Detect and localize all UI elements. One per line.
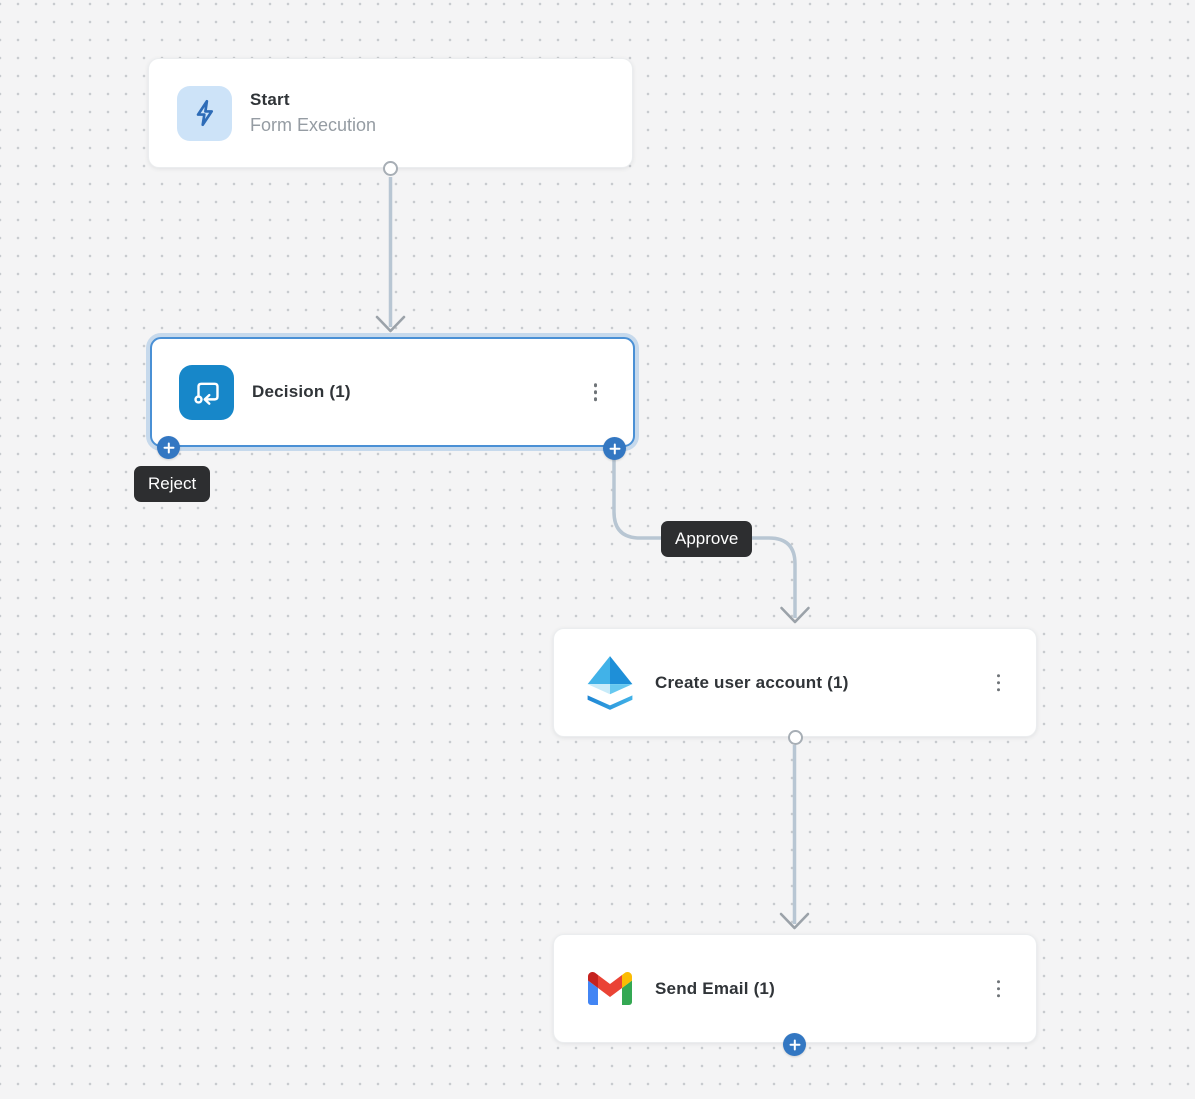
arrowhead-into-create [780, 606, 810, 624]
branch-label-approve: Approve [661, 521, 753, 557]
decision-branch-icon [179, 364, 234, 420]
node-create-user-account[interactable]: Create user account (1) [553, 628, 1037, 737]
branch-label-reject: Reject [134, 466, 211, 502]
connector-handle-start-output[interactable] [383, 161, 398, 176]
add-node-button-approve-branch[interactable] [603, 437, 626, 460]
add-node-button-reject-branch[interactable] [157, 436, 180, 459]
node-send-email-title: Send Email (1) [655, 978, 775, 998]
edge-arrowheads [375, 315, 810, 930]
azure-ad-icon [582, 655, 637, 711]
node-send-email[interactable]: Send Email (1) [553, 934, 1037, 1043]
node-start[interactable]: Start Form Execution [148, 58, 633, 168]
kebab-menu-icon [996, 979, 1000, 984]
arrowhead-into-send [779, 912, 810, 930]
node-start-title: Start [250, 90, 290, 109]
arrowhead-into-decision [375, 315, 406, 333]
node-create-user-title: Create user account (1) [655, 672, 849, 692]
node-send-email-menu-button[interactable] [991, 974, 1007, 1004]
kebab-menu-icon [593, 383, 597, 387]
node-create-user-menu-button[interactable] [991, 668, 1007, 698]
gmail-icon [582, 972, 637, 1005]
node-decision[interactable]: Decision (1) [150, 337, 635, 447]
connector-handle-create-output[interactable] [788, 730, 803, 745]
node-decision-title: Decision (1) [252, 382, 351, 401]
node-decision-menu-button[interactable] [588, 377, 604, 407]
node-start-subtitle: Form Execution [250, 115, 377, 135]
add-node-button-after-send-email[interactable] [783, 1033, 806, 1056]
kebab-menu-icon [996, 673, 1000, 678]
lightning-icon [177, 85, 232, 141]
